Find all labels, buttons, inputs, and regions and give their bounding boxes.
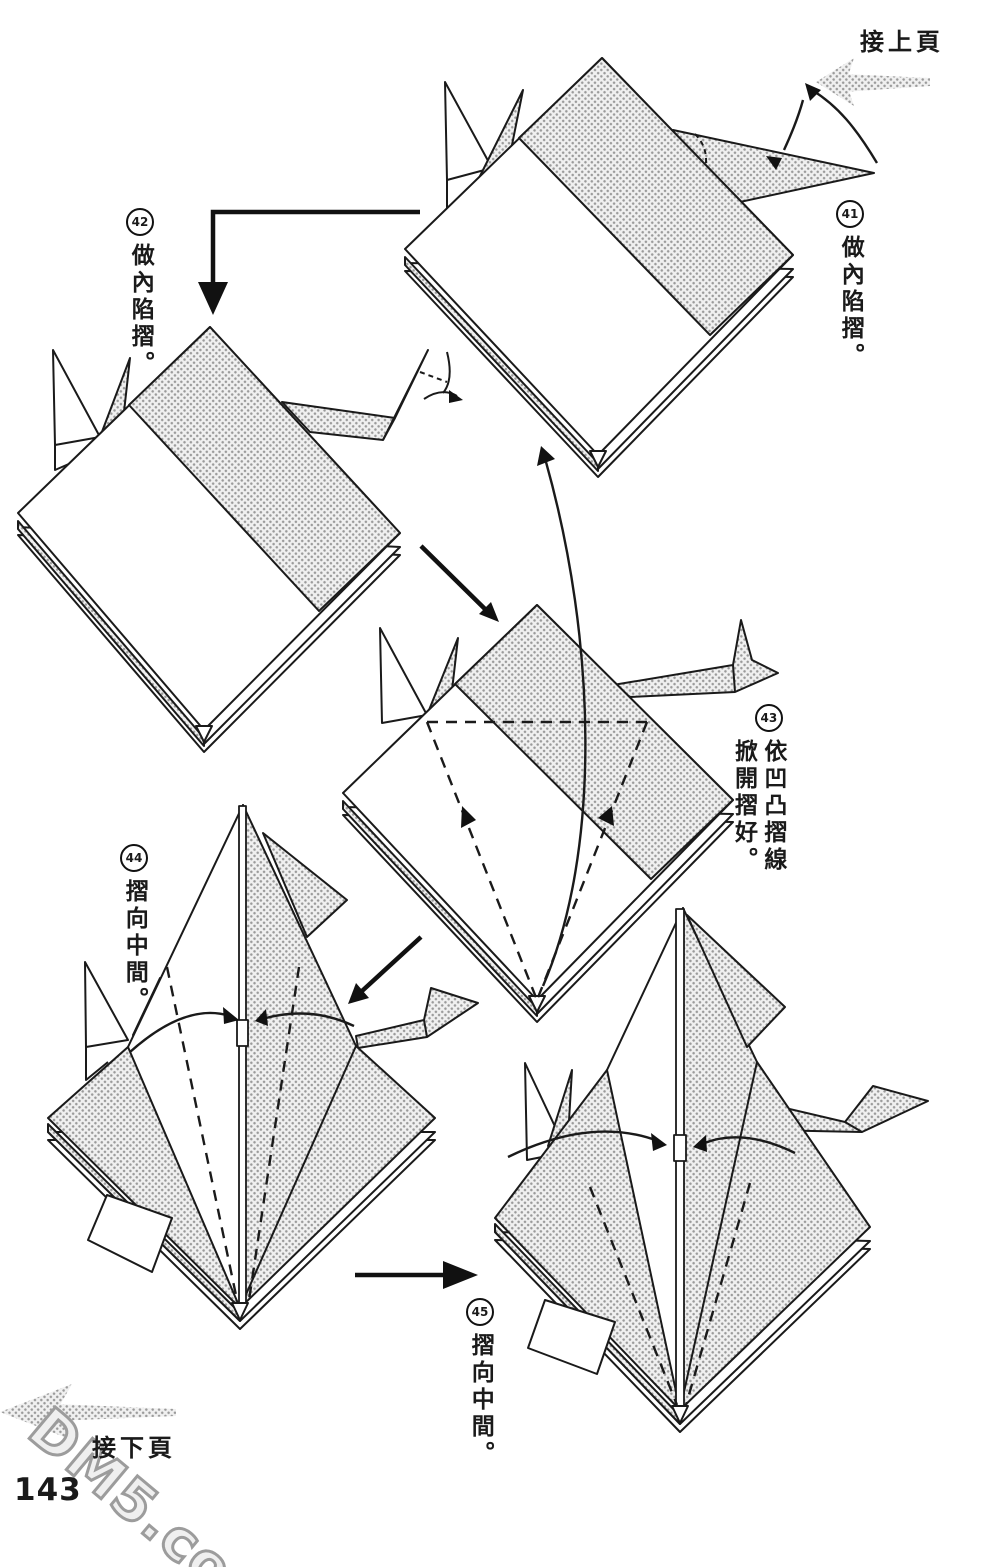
arrow-step44-to-step45-icon: [355, 1261, 478, 1289]
arrow-step42-to-step43-icon: [419, 544, 499, 622]
step-44-caption: 44 摺向中間。: [120, 844, 148, 1014]
arrow-step41-to-step42-icon: [198, 209, 420, 315]
figure-step-42: [17, 326, 463, 753]
step-45-caption: 45 摺向中間。: [466, 1298, 494, 1468]
step-42-text: 做內陷摺。: [127, 243, 154, 378]
next-page-label: 接下頁: [92, 1434, 176, 1462]
unfold-arc-step43-icon: [537, 446, 587, 987]
step-41-caption: 41 做內陷摺。: [836, 200, 864, 370]
step-45-text: 摺向中間。: [467, 1333, 494, 1468]
figure-step-45: [494, 907, 929, 1433]
prev-page-label: 接上頁: [860, 28, 944, 56]
step-44-text: 摺向中間。: [121, 879, 148, 1014]
step-42-number: 42: [126, 208, 154, 236]
step-43-text-line1: 依凹凸摺線: [759, 739, 786, 874]
arrow-step43-to-step44-icon: [348, 935, 423, 1004]
unfold-arc-step41-icon: [782, 83, 879, 164]
step-43-caption: 43 依凹凸摺線 掀開摺好。: [730, 704, 786, 874]
figure-step-44: [47, 804, 479, 1330]
next-page-arrow-icon: [0, 1384, 176, 1440]
fold-arcs-step45-icon: [507, 1130, 796, 1159]
step-41-number: 41: [836, 200, 864, 228]
prev-page-arrow-icon: [816, 58, 930, 106]
step-41-text: 做內陷摺。: [837, 235, 864, 370]
step-43-text: 依凹凸摺線 掀開摺好。: [730, 739, 786, 874]
step-43-text-line2: 掀開摺好。: [730, 739, 757, 874]
figure-step-41: [404, 57, 879, 478]
step-43-number: 43: [754, 704, 783, 732]
step-44-number: 44: [120, 844, 148, 872]
page-number: 143: [14, 1472, 82, 1508]
figure-step-43: [342, 446, 779, 1023]
step-45-number: 45: [466, 1298, 494, 1326]
step-connector-arrows: [198, 209, 499, 1289]
fold-arcs-step44-icon: [129, 1007, 355, 1053]
crease-lines-step45: [588, 1182, 752, 1406]
step-42-caption: 42 做內陷摺。: [126, 208, 154, 378]
